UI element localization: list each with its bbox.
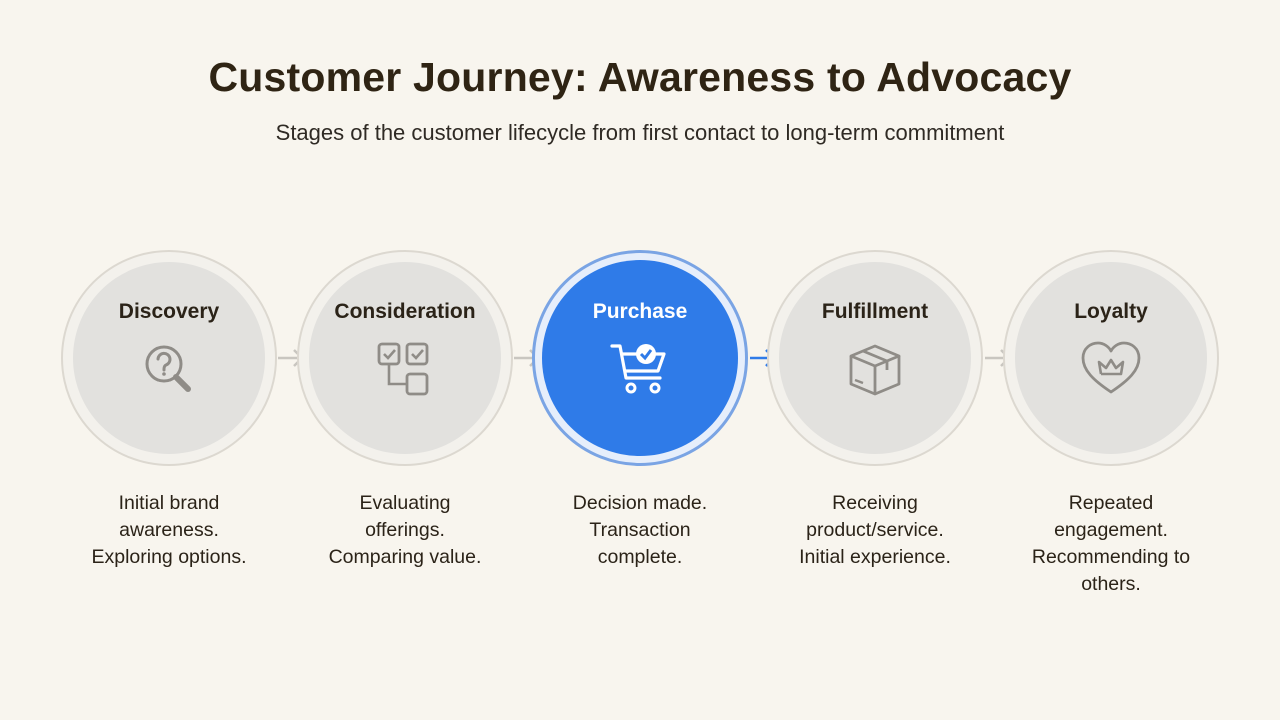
description-line: Exploring options.	[91, 546, 247, 568]
stage-description: Repeated engagement. Recommending to oth…	[1001, 490, 1221, 598]
stage-label: Purchase	[592, 300, 688, 323]
description-line: complete.	[597, 546, 683, 568]
description-line: awareness.	[119, 519, 219, 541]
cart-check-icon	[610, 344, 666, 394]
description-line: Repeated	[1068, 492, 1154, 514]
description-line: Transaction	[589, 519, 691, 541]
stage-loyalty: Loyalty	[1003, 250, 1219, 466]
description-line: offerings.	[365, 519, 445, 541]
stage-fulfillment: Fulfillment	[767, 250, 983, 466]
description-line: Initial experience.	[799, 546, 951, 568]
stage-disc	[1015, 262, 1207, 454]
stage-disc	[779, 262, 971, 454]
stage-description: Decision made. Transaction complete.	[530, 490, 750, 571]
stage-purchase: Purchase	[532, 250, 748, 466]
stage-consideration: Consideration	[297, 250, 513, 466]
stage-label: Consideration	[334, 300, 476, 323]
stage-label: Fulfillment	[821, 300, 929, 323]
stage-description: Evaluating offerings. Comparing value.	[295, 490, 515, 571]
stage-label: Discovery	[118, 300, 220, 323]
stage-discovery: Discovery	[61, 250, 277, 466]
stage-label: Loyalty	[1074, 300, 1148, 323]
stage-description: Initial brand awareness. Exploring optio…	[59, 490, 279, 571]
description-line: product/service.	[806, 519, 944, 541]
description-line: Receiving	[832, 492, 918, 514]
heart-crown-icon	[1081, 341, 1141, 394]
description-line: engagement.	[1054, 519, 1168, 541]
diagram-title: Customer Journey: Awareness to Advocacy	[208, 54, 1072, 100]
magnifier-question-icon	[145, 345, 191, 392]
description-line: Initial brand	[118, 492, 220, 514]
checklist-compare-icon	[377, 342, 429, 396]
description-line: others.	[1081, 573, 1141, 595]
package-box-icon	[849, 344, 901, 396]
description-line: Decision made.	[572, 492, 708, 514]
description-line: Comparing value.	[328, 546, 482, 568]
description-line: Evaluating	[359, 492, 451, 514]
diagram-subtitle: Stages of the customer lifecycle from fi…	[275, 120, 1005, 145]
stage-description: Receiving product/service. Initial exper…	[765, 490, 985, 571]
stage-disc	[309, 262, 501, 454]
description-line: Recommending to	[1031, 546, 1191, 568]
